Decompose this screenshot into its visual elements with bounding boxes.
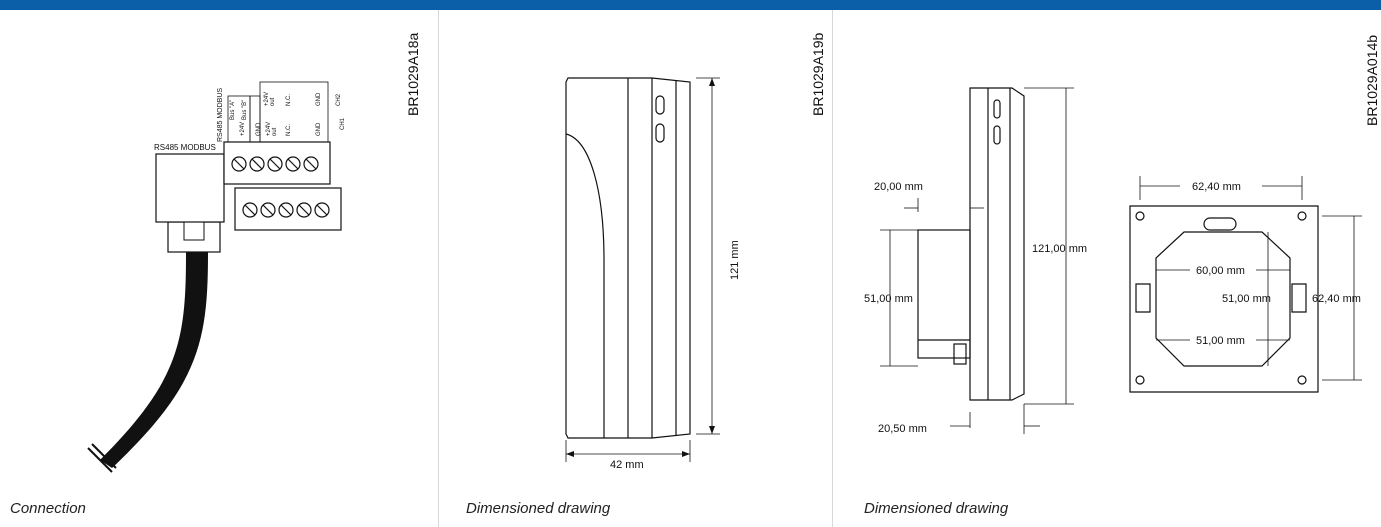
vent-slot <box>655 123 665 143</box>
label-ch1: CH1 <box>340 117 346 130</box>
label-bus-a: Bus "A" <box>230 100 236 120</box>
keyhole-slot <box>1203 217 1237 231</box>
vent-slot <box>993 99 1001 119</box>
dim-depth-top: 20,00 mm <box>874 181 923 193</box>
dim-height: 121 mm <box>729 240 741 280</box>
plate-hole <box>1135 211 1145 221</box>
label-bus-b: Bus "B" <box>242 100 248 120</box>
side-slot <box>1135 283 1151 313</box>
connection-diagram: RS485 MODBUS RS485 MODBUS Bus "A" Bus "B… <box>87 81 346 473</box>
label-ch1-nc: N.C. <box>286 124 292 136</box>
vent-slot <box>655 95 665 115</box>
dim-plate-width: 62,40 mm <box>1192 181 1241 193</box>
top-accent-bar <box>0 0 1381 10</box>
cable <box>100 252 208 468</box>
device-body <box>565 77 691 439</box>
label-ch1-gnd-b: GND <box>316 122 322 136</box>
label-ch1-out: out <box>272 127 278 136</box>
terminal-screws-ch2 <box>231 156 319 172</box>
dim-depth-bottom: 20,50 mm <box>878 423 927 435</box>
dim-inner-bottom: 51,00 mm <box>1196 335 1245 347</box>
drawing-code: BR1029A014b <box>1364 34 1380 126</box>
plate-hole <box>1297 211 1307 221</box>
label-ch2-gnd: GND <box>316 92 322 106</box>
panel-caption: Dimensioned drawing <box>466 500 611 517</box>
label-rs485-top: RS485 MODBUS <box>217 88 224 142</box>
rs485-connector-label: RS485 MODBUS <box>154 143 216 152</box>
dim-inner-height: 51,00 mm <box>1222 293 1271 305</box>
cable-end-line <box>87 447 113 473</box>
label-ch2-24v: +24V <box>264 92 270 106</box>
dim-height: 121,00 mm <box>1032 243 1087 255</box>
label-ch1-24v-b: +24V <box>266 122 272 136</box>
label-ch2: CH2 <box>336 93 342 106</box>
label-ch2-nc: N.C. <box>286 94 292 106</box>
panel-caption: Connection <box>10 500 86 517</box>
dim-plate-height: 62,40 mm <box>1312 293 1361 305</box>
device-side <box>969 87 1025 401</box>
plate-hole <box>1135 375 1145 385</box>
dim-inner-width: 60,00 mm <box>1196 265 1245 277</box>
mounting-plate <box>1129 205 1319 393</box>
dim-body: 51,00 mm <box>864 293 913 305</box>
panel-divider <box>832 10 833 527</box>
dim-width: 42 mm <box>610 459 644 471</box>
panel-divider <box>438 10 439 527</box>
label-ch1-24v-a: +24V <box>240 122 246 136</box>
plate-opening <box>1155 231 1291 367</box>
rs485-connector <box>155 153 225 223</box>
vent-slot <box>993 125 1001 145</box>
side-slot <box>1291 283 1307 313</box>
label-ch2-out: out <box>270 97 276 106</box>
label-box <box>259 81 329 143</box>
terminal-screws-ch1 <box>242 202 330 218</box>
plate-hole <box>1297 375 1307 385</box>
panel-caption: Dimensioned drawing <box>864 500 1009 517</box>
cable-end-line <box>91 443 117 469</box>
label-ch1-gnd-a: GND <box>256 122 262 136</box>
front-curve <box>565 133 605 438</box>
mount-box <box>917 229 971 359</box>
